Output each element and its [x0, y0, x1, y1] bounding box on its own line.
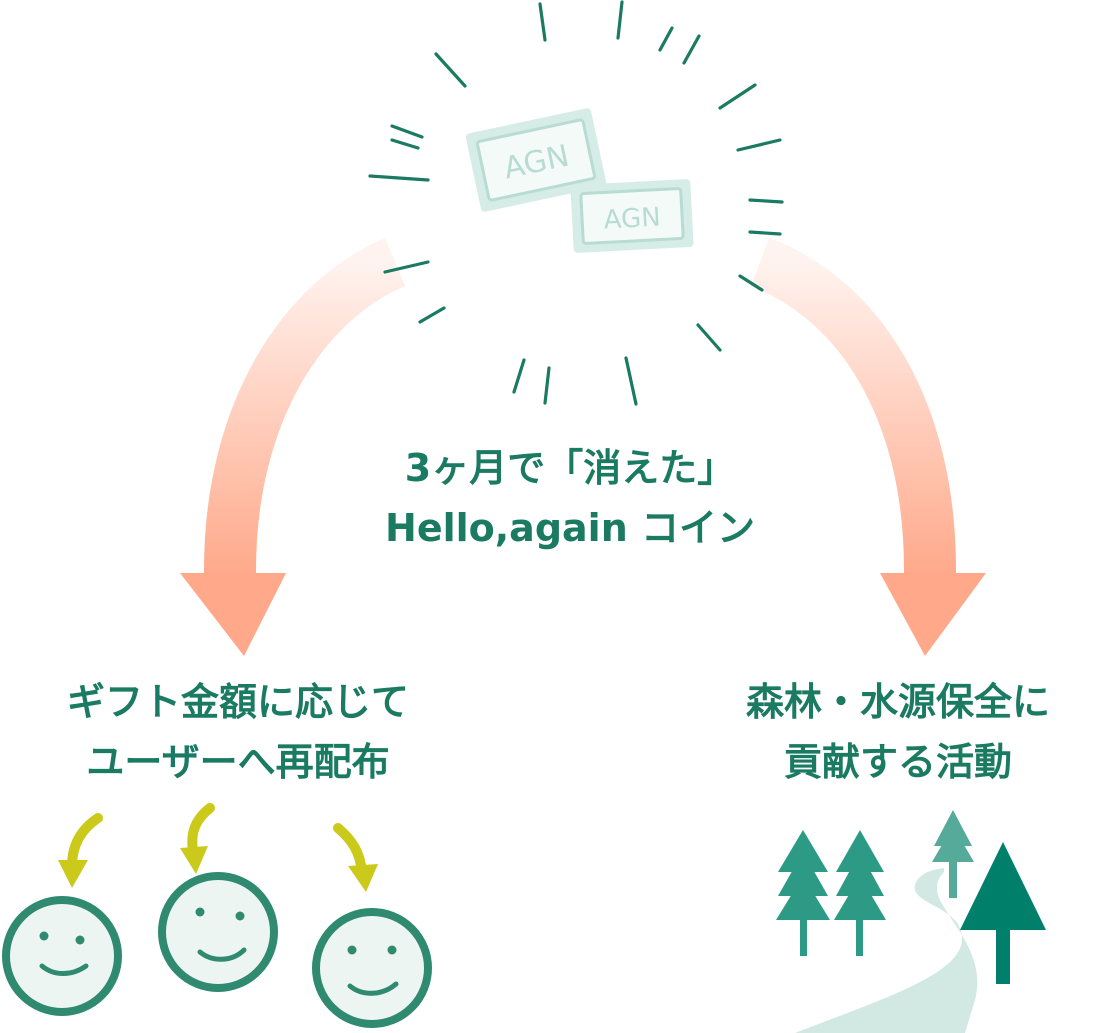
- left-outcome-line2: ユーザーへ再配布: [86, 740, 390, 784]
- small-arrow-heads: [58, 846, 378, 892]
- smiley-face-icon: [2, 872, 432, 1028]
- right-outcome-caption: 森林・水源保全に 貢献する活動: [700, 672, 1096, 792]
- center-caption-line2: Hello,again コイン: [385, 506, 755, 550]
- left-outcome-line1: ギフト金額に応じて: [66, 680, 409, 724]
- left-outcome-caption: ギフト金額に応じて ユーザーへ再配布: [18, 672, 458, 792]
- center-caption: 3ヶ月で「消えた」 Hello,again コイン: [290, 438, 850, 558]
- right-outcome-line2: 貢献する活動: [783, 740, 1012, 784]
- river-icon: [795, 868, 978, 1033]
- coin-label: AGN: [603, 203, 661, 236]
- curved-arrow-down-left-icon: [180, 238, 406, 656]
- right-outcome-line1: 森林・水源保全に: [745, 680, 1050, 724]
- coin-bill-icon: AGN AGN: [465, 108, 694, 253]
- center-caption-line1: 3ヶ月で「消えた」: [404, 446, 736, 490]
- tree-icon: [776, 810, 1046, 984]
- curved-arrow-down-right-icon: [750, 237, 986, 656]
- small-curved-arrow-icon: [67, 803, 367, 877]
- burst-lines-icon: [368, 0, 784, 406]
